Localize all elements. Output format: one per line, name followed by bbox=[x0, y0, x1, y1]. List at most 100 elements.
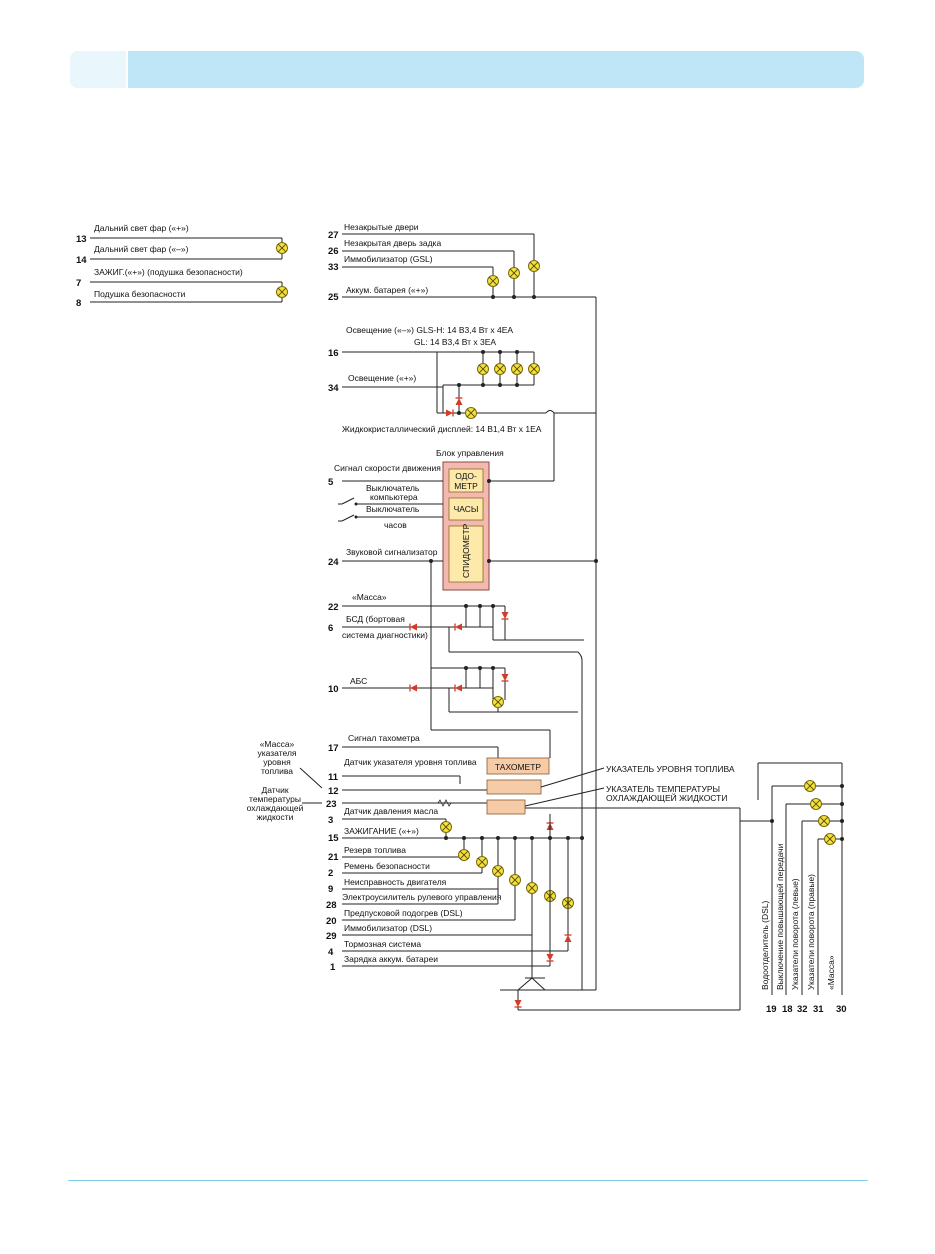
fuel-reserve-lamp-icon bbox=[458, 849, 470, 861]
speedometer-label: СПИДОМЕТР bbox=[461, 523, 471, 578]
pin-18: 18 bbox=[782, 1004, 793, 1015]
pin-15: 15 bbox=[328, 833, 339, 844]
pin-32: 32 bbox=[797, 1004, 808, 1015]
label-high-beam-plus: Дальний свет фар («+») bbox=[94, 223, 189, 233]
pin-31: 31 bbox=[813, 1004, 824, 1015]
immobilizer-gsl-lamp-icon bbox=[487, 275, 499, 287]
pin-19: 19 bbox=[766, 1004, 777, 1015]
immobilizer-dsl-lamp-icon bbox=[526, 882, 538, 894]
overdrive-lamp-icon bbox=[810, 798, 822, 810]
control-unit-title: Блок управления bbox=[436, 448, 504, 458]
airbag-lamp-icon bbox=[276, 286, 288, 298]
pin-6: 6 bbox=[328, 623, 333, 634]
side-mass-4: топлива bbox=[261, 766, 293, 776]
label-tacho-signal: Сигнал тахометра bbox=[348, 733, 420, 743]
abs-lamp-icon bbox=[492, 696, 504, 708]
label-fuel-sensor: Датчик указателя уровня топлива bbox=[344, 757, 477, 767]
label-turn-left: Указатели поворота (левые) bbox=[790, 878, 800, 990]
bsd-inner-diode-icon bbox=[454, 622, 463, 632]
label-water-separator: Водоотделитель (DSL) bbox=[760, 900, 770, 990]
label-battery-charge: Зарядка аккум. батареи bbox=[344, 954, 438, 964]
label-speed-signal: Сигнал скорости движения bbox=[334, 463, 441, 473]
label-immobilizer-dsl: Иммобилизатор (DSL) bbox=[344, 923, 432, 933]
label-buzzer: Звуковой сигнализатор bbox=[346, 547, 438, 557]
bsd-diode-icon bbox=[500, 611, 510, 620]
turn-right-lamp-icon bbox=[824, 833, 836, 845]
pin-12: 12 bbox=[328, 786, 339, 797]
light-lamp-3-icon bbox=[511, 363, 523, 375]
control-unit: Блок управления ОДО- МЕТР ЧАСЫ СПИДОМЕТР bbox=[436, 448, 504, 591]
pin-8: 8 bbox=[76, 298, 81, 309]
label-ignition: ЗАЖИГАНИЕ («+») bbox=[344, 826, 419, 836]
seatbelt-lamp-icon bbox=[476, 856, 488, 868]
pin-16: 16 bbox=[328, 348, 339, 359]
label-bsd-1: БСД (бортовая bbox=[346, 614, 405, 624]
side-mass-2: указателя bbox=[257, 748, 296, 758]
pin-5: 5 bbox=[328, 477, 334, 488]
middle-group: Сигнал скорости движения 5 Выключатель к… bbox=[328, 413, 598, 990]
label-tailgate-open: Незакрытая дверь задка bbox=[344, 238, 441, 248]
temp-gauge-label-2: ОХЛАЖДАЮЩЕЙ ЖИДКОСТИ bbox=[606, 792, 727, 803]
label-ignition-airbag: ЗАЖИГ.(«+») (подушка безопасности) bbox=[94, 267, 243, 277]
pin-27: 27 bbox=[328, 230, 339, 241]
preheat-lamp-icon bbox=[509, 874, 521, 886]
gauges-group: Сигнал тахометра 17 ТАХОМЕТР Датчик указ… bbox=[247, 730, 741, 995]
label-clock-switch-2: часов bbox=[384, 520, 407, 530]
side-temp-1: Датчик bbox=[261, 785, 288, 795]
abs-left-diode-icon bbox=[409, 683, 418, 693]
pin-17: 17 bbox=[328, 743, 339, 754]
pin-3: 3 bbox=[328, 815, 333, 826]
turn-left-lamp-icon bbox=[818, 815, 830, 827]
pin-29: 29 bbox=[326, 931, 337, 942]
pin-9: 9 bbox=[328, 884, 333, 895]
label-brakes: Тормозная система bbox=[344, 939, 421, 949]
label-seatbelt: Ремень безопасности bbox=[344, 861, 430, 871]
pin-28: 28 bbox=[326, 900, 337, 911]
doors-lamp-icon bbox=[528, 260, 540, 272]
oil-lamp-icon bbox=[440, 821, 452, 833]
clock-label: ЧАСЫ bbox=[454, 504, 479, 514]
fuel-gauge-label: УКАЗАТЕЛЬ УРОВНЯ ТОПЛИВА bbox=[606, 764, 735, 774]
label-lighting-minus: Освещение («–») GLS-H: 14 В3,4 Вт х 4ЕА bbox=[346, 325, 513, 335]
label-preheat: Предпусковой подогрев (DSL) bbox=[344, 908, 463, 918]
pin-2: 2 bbox=[328, 868, 333, 879]
pin-25: 25 bbox=[328, 292, 339, 303]
pin-10: 10 bbox=[328, 684, 339, 695]
side-mass-1: «Масса» bbox=[260, 739, 295, 749]
label-power-steering: Электроусилитель рулевого управления bbox=[342, 892, 502, 902]
label-turn-right: Указатели поворота (правые) bbox=[806, 874, 816, 990]
side-mass-3: уровня bbox=[263, 757, 291, 767]
light-lamp-4-icon bbox=[528, 363, 540, 375]
water-sep-lamp-icon bbox=[804, 780, 816, 792]
pin-4: 4 bbox=[328, 947, 334, 958]
temp-gauge-label-1: УКАЗАТЕЛЬ ТЕМПЕРАТУРЫ bbox=[606, 784, 720, 794]
header-bar bbox=[70, 51, 864, 88]
abs-diode-icon bbox=[500, 673, 510, 682]
label-doors-open: Незакрытые двери bbox=[344, 222, 419, 232]
pin-23: 23 bbox=[326, 799, 337, 810]
pin-30: 30 bbox=[836, 1004, 847, 1015]
pin-26: 26 bbox=[328, 246, 339, 257]
label-airbag: Подушка безопасности bbox=[94, 289, 186, 299]
label-lcd: Жидкокристаллический дисплей: 14 В1,4 Вт… bbox=[342, 424, 542, 434]
pin-7: 7 bbox=[76, 278, 81, 289]
pin-13: 13 bbox=[76, 234, 87, 245]
bottom-diode-icon bbox=[513, 999, 523, 1008]
left-group: Дальний свет фар («+») 13 Дальний свет ф… bbox=[76, 223, 288, 309]
pin-33: 33 bbox=[328, 262, 339, 273]
lcd-diode-icon bbox=[445, 408, 454, 418]
pin-34: 34 bbox=[328, 383, 339, 394]
label-abs: АБС bbox=[350, 676, 367, 686]
label-clock-switch-1: Выключатель bbox=[366, 504, 420, 514]
pin-22: 22 bbox=[328, 602, 339, 613]
abs-inner-diode-icon bbox=[454, 683, 463, 693]
label-bsd-2: система диагностики) bbox=[342, 630, 428, 640]
tacho-box-label: ТАХОМЕТР bbox=[495, 762, 542, 772]
light-lamp-2-icon bbox=[494, 363, 506, 375]
tailgate-lamp-icon bbox=[508, 267, 520, 279]
pin-14: 14 bbox=[76, 255, 87, 266]
top-group: Незакрытые двери 27 Незакрытая дверь зад… bbox=[328, 222, 597, 990]
pin-20: 20 bbox=[326, 916, 337, 927]
pin-24: 24 bbox=[328, 557, 339, 568]
